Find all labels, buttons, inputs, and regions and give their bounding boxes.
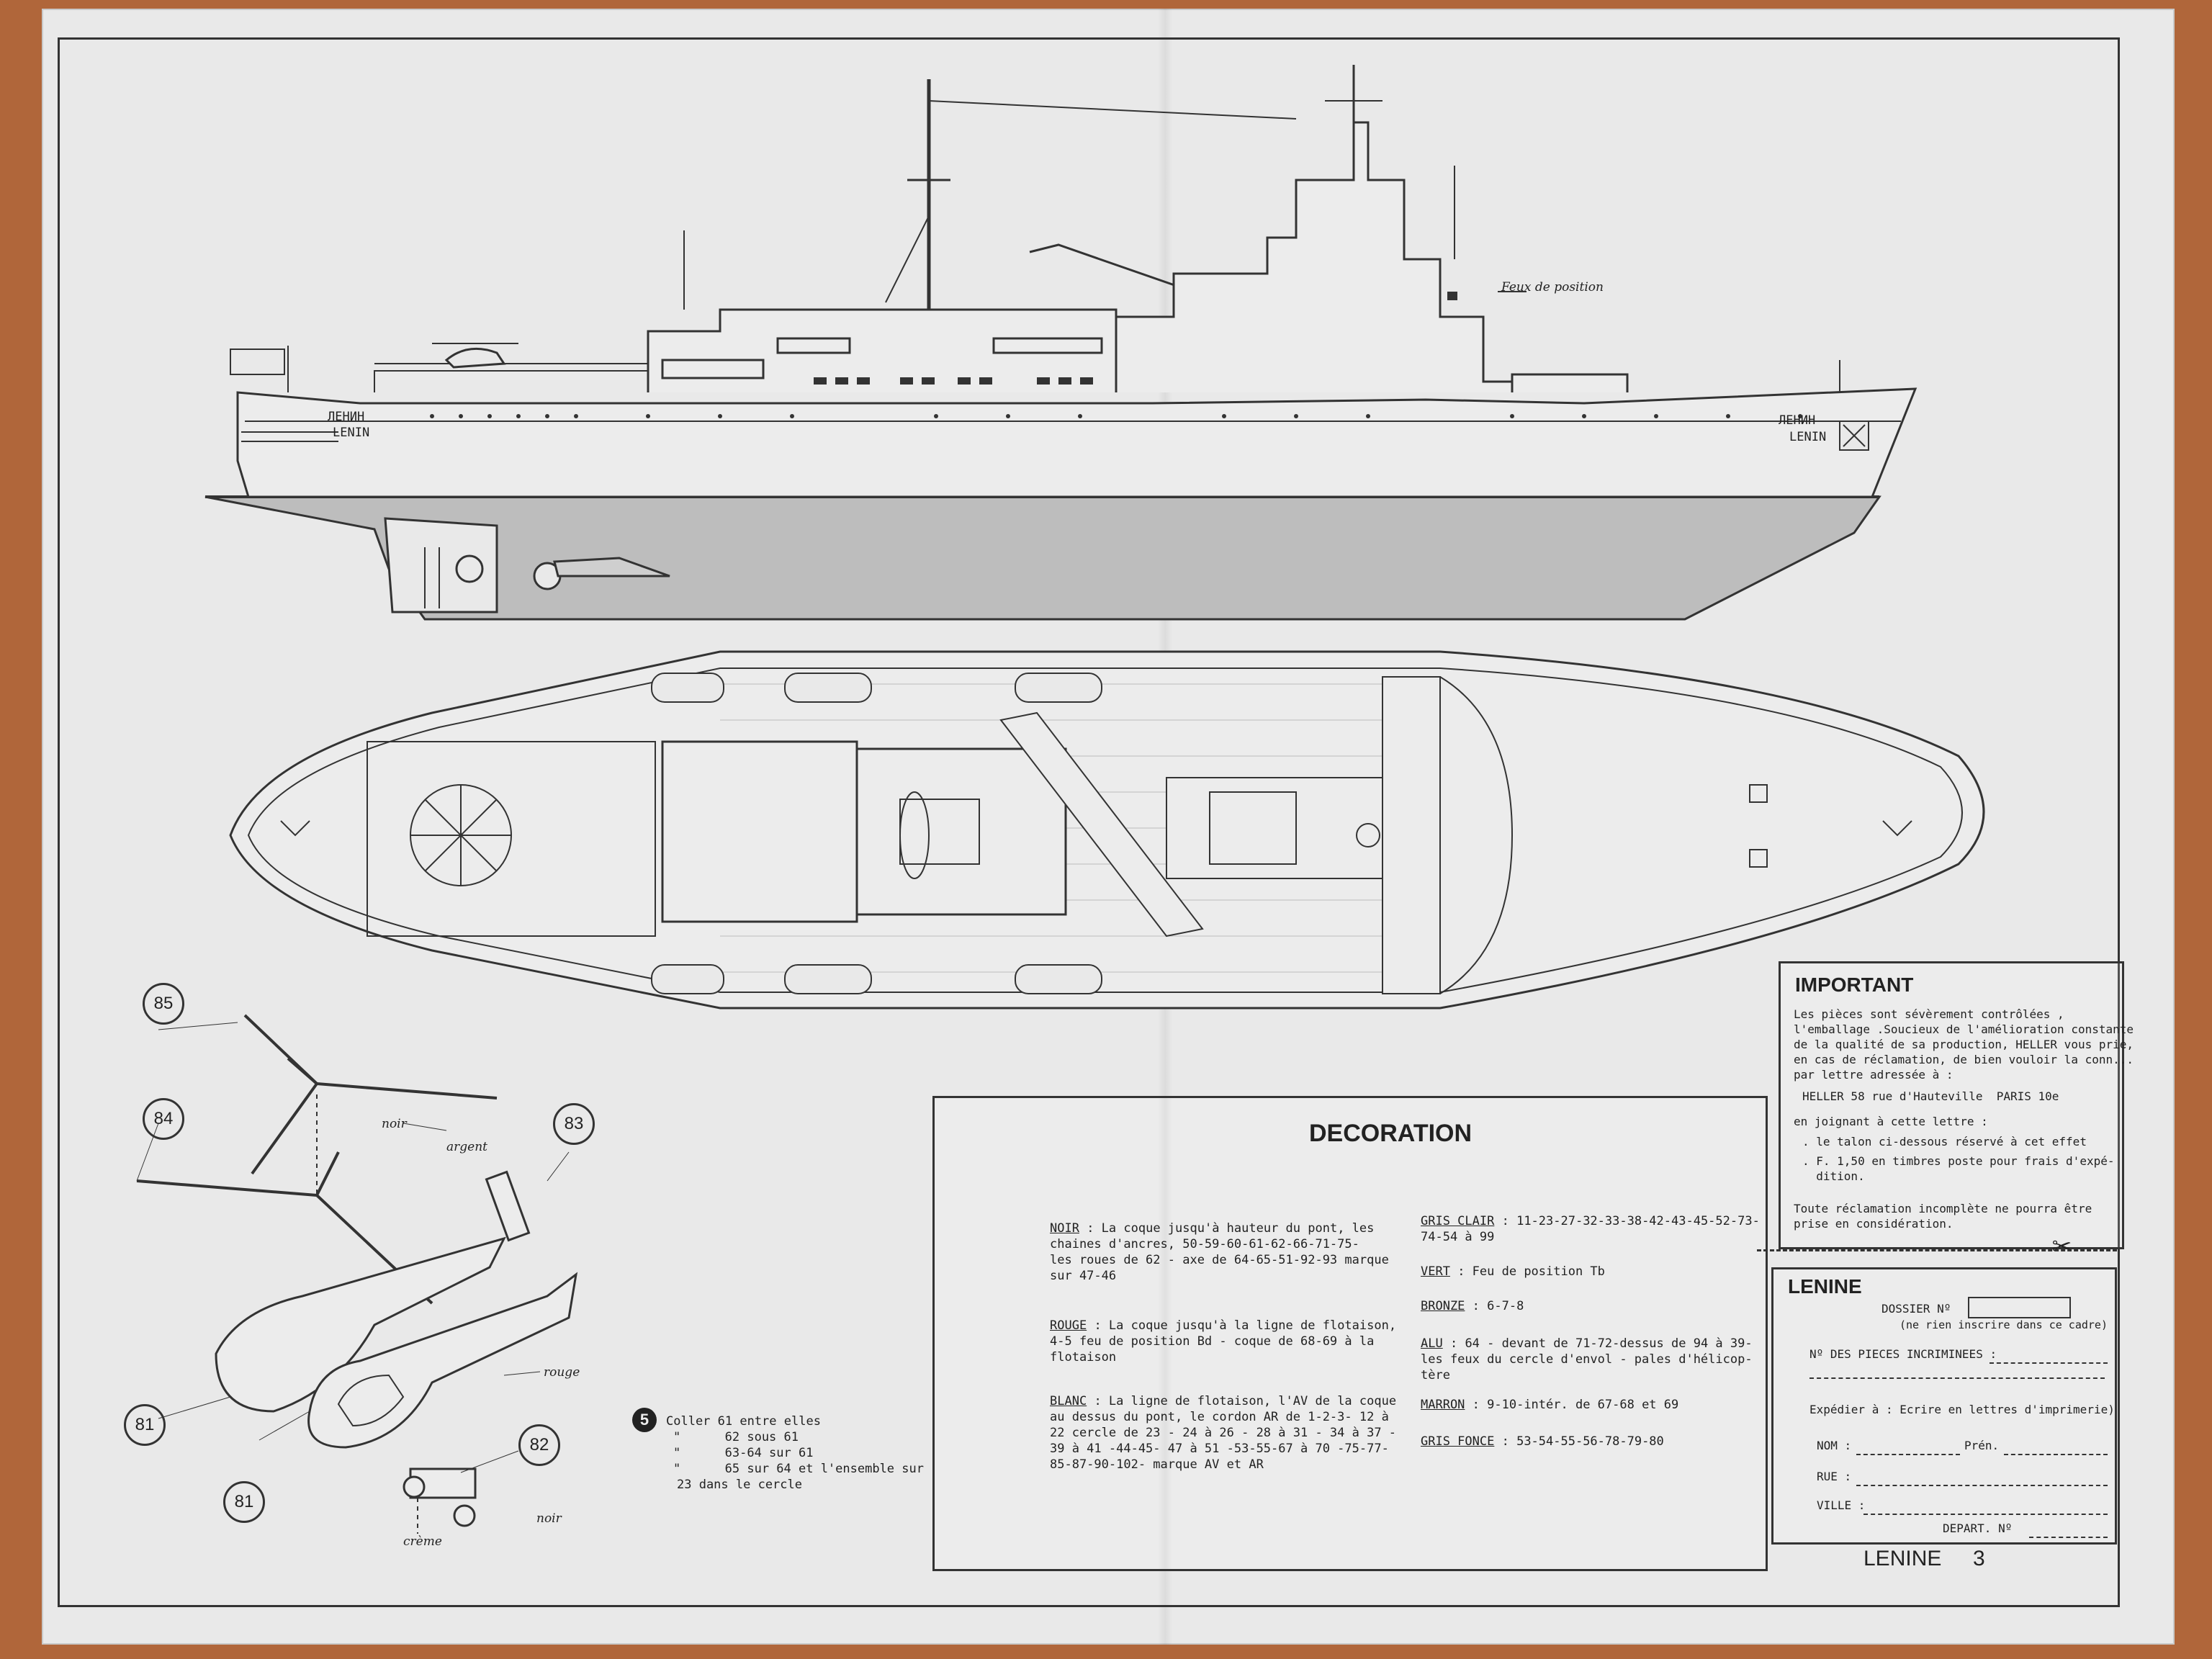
decoration-noir-text: : La coque jusqu'à hauteur du pont, les … (1050, 1221, 1389, 1283)
scissors-icon: ✂ (2052, 1228, 2072, 1264)
helicopter-assembly (136, 1014, 578, 1534)
portholes (430, 414, 1802, 418)
coupon-nom-label: NOM : (1817, 1439, 1852, 1452)
page-number: 3 (1973, 1547, 1985, 1570)
decoration-gris-clair-text: : 11-23-27-32-33-38-42-43-45-52-73- 74-5… (1421, 1214, 1760, 1244)
nom-field[interactable] (1856, 1437, 1960, 1455)
decoration-rouge-key: ROUGE (1050, 1318, 1087, 1333)
pieces-line (1809, 1377, 2105, 1379)
part-number-83: 83 (553, 1103, 595, 1145)
important-address: HELLER 58 rue d'Hauteville PARIS 10e (1802, 1089, 2059, 1103)
footer-name: LENINE (1863, 1547, 1942, 1570)
label-rouge: rouge (544, 1365, 580, 1380)
depart-field[interactable] (2029, 1519, 2108, 1538)
feux-de-position-label: Feux de position (1501, 280, 1604, 295)
important-joining: en joignant à cette lettre : (1794, 1115, 1988, 1128)
coupon-title: LENINE (1788, 1275, 1862, 1298)
decoration-noir: NOIR : La coque jusqu'à hauteur du pont,… (1050, 1220, 1389, 1284)
part-number-81-a: 81 (124, 1404, 166, 1446)
decoration-marron-text: : 9-10-intér. de 67-68 et 69 (1472, 1398, 1679, 1412)
decoration-gris-fonce-key: GRIS FONCE (1421, 1434, 1495, 1449)
decoration-title: DECORATION (1309, 1120, 1473, 1147)
side-view (204, 65, 1917, 621)
decoration-marron: MARRON : 9-10-intér. de 67-68 et 69 (1421, 1397, 1678, 1413)
decoration-alu-text: : 64 - devant de 71-72-dessus de 94 à 39… (1421, 1336, 1753, 1382)
decoration-rouge-text: : La coque jusqu'à la ligne de flotaison… (1050, 1318, 1397, 1364)
part-number-81-b: 81 (223, 1481, 265, 1523)
decoration-alu-key: ALU (1421, 1336, 1443, 1351)
bow-name-latin: LENIN (1789, 430, 1827, 444)
part-number-85: 85 (143, 983, 184, 1025)
stern-name-latin: LENIN (333, 426, 370, 440)
decoration-bronze: BRONZE : 6-7-8 (1421, 1298, 1524, 1314)
decoration-gris-fonce-text: : 53-54-55-56-78-79-80 (1501, 1434, 1664, 1449)
step-line-5: 23 dans le cercle (677, 1478, 802, 1492)
coupon-expedier: Expédier à : Ecrire en lettres d'imprime… (1809, 1403, 2115, 1416)
dossier-field[interactable] (1968, 1297, 2071, 1318)
coupon-ville-label: VILLE : (1817, 1498, 1866, 1512)
important-title: IMPORTANT (1795, 974, 1914, 996)
decoration-gris-fonce: GRIS FONCE : 53-54-55-56-78-79-80 (1421, 1434, 1664, 1449)
important-box: IMPORTANT Les pièces sont sévèrement con… (1779, 961, 2134, 1249)
label-noir-rotor: noir (382, 1117, 407, 1131)
pieces-field[interactable] (1990, 1345, 2108, 1364)
decoration-bronze-text: : 6-7-8 (1472, 1299, 1524, 1313)
rue-field[interactable] (1856, 1467, 2108, 1486)
coupon-dossier-label: DOSSIER Nº (1881, 1302, 1951, 1316)
ville-field[interactable] (1863, 1496, 2108, 1515)
decoration-gris-clair: GRIS CLAIR : 11-23-27-32-33-38-42-43-45-… (1421, 1213, 1760, 1245)
step-line-1: Coller 61 entre elles (666, 1414, 821, 1429)
cut-line (1757, 1249, 2117, 1251)
step-line-3: " 63-64 sur 61 (673, 1446, 814, 1460)
decoration-blanc-key: BLANC (1050, 1394, 1087, 1408)
decoration-rouge: ROUGE : La coque jusqu'à la ligne de flo… (1050, 1318, 1396, 1365)
part-number-84: 84 (143, 1098, 184, 1140)
decoration-vert-text: : Feu de position Tb (1457, 1264, 1605, 1279)
decoration-vert-key: VERT (1421, 1264, 1450, 1279)
coupon-pieces-label: Nº DES PIECES INCRIMINEES : (1809, 1347, 1997, 1361)
label-creme: crème (403, 1534, 442, 1549)
coupon-box: LENINE DOSSIER Nº (ne rien inscrire dans… (1771, 1267, 2117, 1545)
prenom-field[interactable] (2004, 1437, 2108, 1455)
coupon-rue-label: RUE : (1817, 1470, 1852, 1483)
important-bullet-1: . le talon ci-dessous réservé à cet effe… (1802, 1135, 2087, 1148)
bow-name-cyrillic: ЛЕНИН (1779, 413, 1816, 428)
decoration-blanc: BLANC : La ligne de flotaison, l'AV de l… (1050, 1393, 1396, 1473)
label-noir-skid: noir (536, 1511, 562, 1526)
step-line-2: " 62 sous 61 (673, 1430, 799, 1444)
coupon-prenom-label: Prén. (1964, 1439, 2000, 1452)
stern-name-cyrillic: ЛЕНИН (328, 410, 365, 424)
important-footer: Toute réclamation incomplète ne pourra ê… (1794, 1202, 2092, 1231)
decoration-noir-key: NOIR (1050, 1221, 1079, 1236)
hull (236, 387, 1917, 498)
decoration-box: DECORATION NOIR : La coque jusqu'à haute… (932, 1096, 1768, 1571)
plan-view (229, 650, 1985, 1010)
coupon-note: (ne rien inscrire dans ce cadre) (1899, 1318, 2108, 1331)
decoration-marron-key: MARRON (1421, 1398, 1465, 1412)
decoration-alu: ALU : 64 - devant de 71-72-dessus de 94 … (1421, 1336, 1753, 1383)
step-line-4: " 65 sur 64 et l'ensemble sur (673, 1462, 924, 1476)
decoration-vert: VERT : Feu de position Tb (1421, 1264, 1605, 1280)
label-argent: argent (446, 1140, 487, 1154)
step-number: 5 (632, 1408, 657, 1432)
decoration-blanc-text: : La ligne de flotaison, l'AV de la coqu… (1050, 1394, 1397, 1472)
coupon-depart-label: DEPART. Nº (1943, 1521, 2013, 1535)
sheet-frame (58, 37, 2120, 1607)
part-number-82: 82 (518, 1424, 560, 1466)
decoration-bronze-key: BRONZE (1421, 1299, 1465, 1313)
decoration-gris-clair-key: GRIS CLAIR (1421, 1214, 1495, 1228)
underwater-hull (204, 495, 1881, 621)
important-bullet-2: . F. 1,50 en timbres poste pour frais d'… (1802, 1154, 2115, 1183)
important-paragraph: Les pièces sont sévèrement contrôlées , … (1794, 1007, 2134, 1082)
